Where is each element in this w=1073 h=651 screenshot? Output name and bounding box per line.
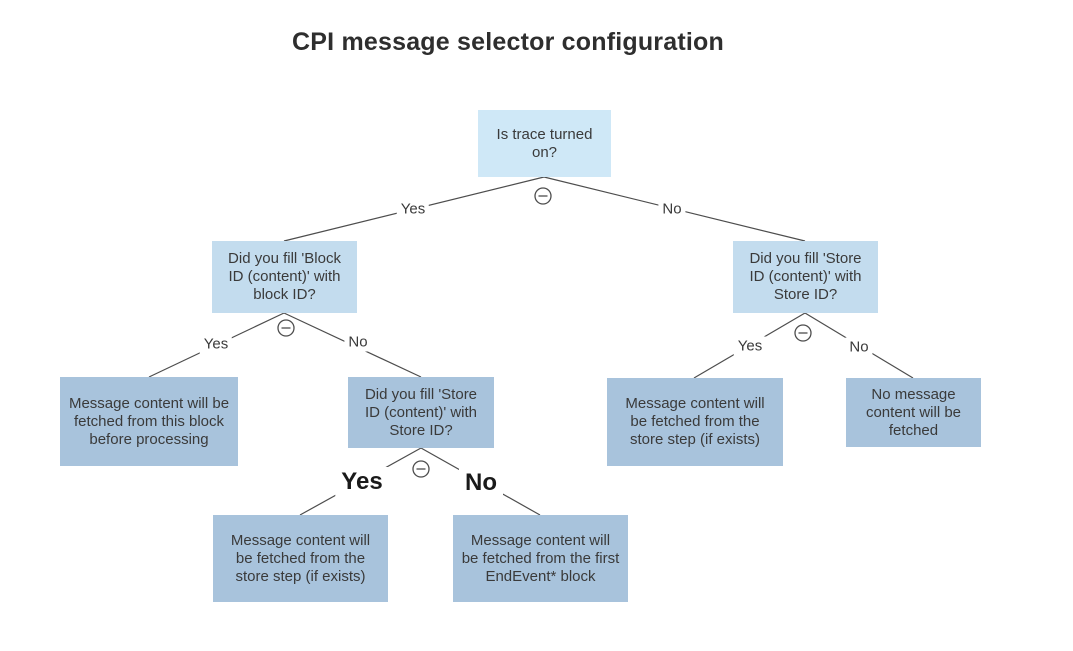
node-block-id-question: Did you fill 'Block ID (content)' with b…	[212, 241, 357, 313]
node-text: No message content will be fetched	[865, 385, 962, 439]
edge-label-store-left-yes: Yes	[335, 467, 389, 497]
node-is-trace-on: Is trace turned on?	[478, 110, 611, 177]
collapse-minus-icon[interactable]	[534, 187, 552, 205]
collapse-minus-icon[interactable]	[277, 319, 295, 337]
node-leaf-store-fetch-right: Message content will be fetched from the…	[607, 378, 783, 466]
edge-label-store-right-yes: Yes	[733, 336, 767, 356]
edge-label-store-right-no: No	[845, 337, 873, 357]
edge-label-block-yes: Yes	[199, 334, 233, 354]
node-leaf-no-fetch: No message content will be fetched	[846, 378, 981, 447]
node-text: Did you fill 'Block ID (content)' with b…	[228, 250, 341, 303]
node-text: Message content will be fetched from the…	[461, 531, 620, 585]
edge-label-block-no: No	[344, 332, 372, 352]
node-text: Is trace turned on?	[496, 125, 593, 161]
node-leaf-block-fetch: Message content will be fetched from thi…	[60, 377, 238, 466]
edge-label-root-no: No	[658, 199, 686, 219]
collapse-minus-icon[interactable]	[412, 460, 430, 478]
node-text: Message content will be fetched from the…	[625, 395, 765, 448]
node-store-id-question-right: Did you fill 'Store ID (content)' with S…	[733, 241, 878, 313]
page-title: CPI message selector configuration	[292, 28, 724, 56]
node-store-id-question-left: Did you fill 'Store ID (content)' with S…	[348, 377, 494, 448]
edge-label-root-yes: Yes	[396, 199, 430, 219]
node-text: Did you fill 'Store ID (content)' with S…	[364, 385, 478, 439]
node-text: Message content will be fetched from thi…	[68, 394, 230, 448]
collapse-minus-icon[interactable]	[794, 324, 812, 342]
node-leaf-endevent-fetch: Message content will be fetched from the…	[453, 515, 628, 602]
node-text: Did you fill 'Store ID (content)' with S…	[749, 250, 862, 303]
node-leaf-store-fetch-bottom: Message content will be fetched from the…	[213, 515, 388, 602]
edge-label-store-left-no: No	[459, 468, 503, 498]
node-text: Message content will be fetched from the…	[230, 531, 371, 585]
